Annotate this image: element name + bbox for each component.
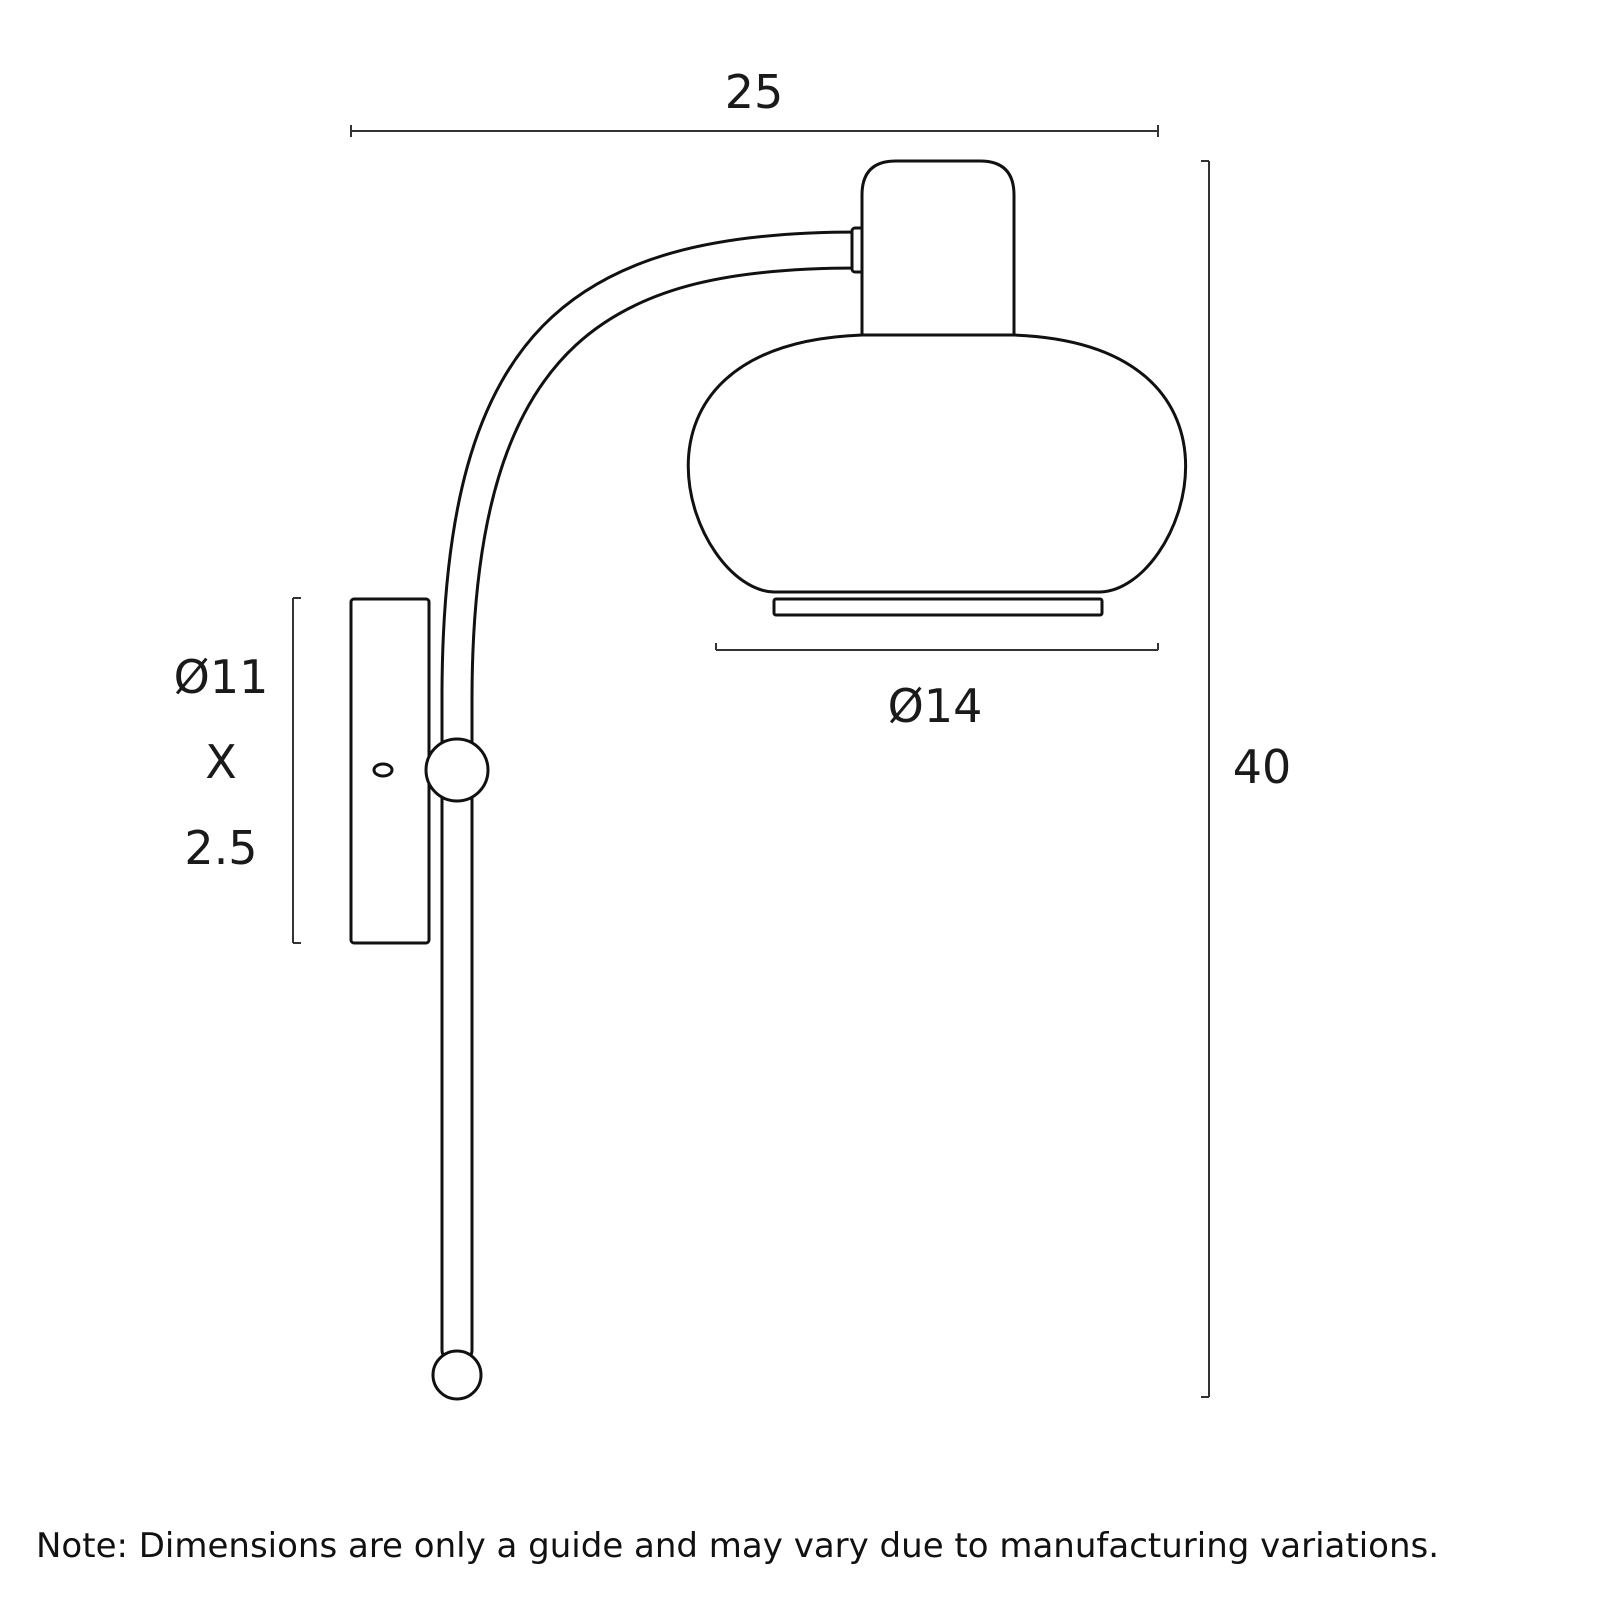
backplate-separator-label: X	[205, 735, 237, 789]
vertical-rod	[440, 768, 474, 1360]
width-dimension-line	[350, 125, 1159, 137]
finial-ball	[431, 1349, 483, 1401]
globe-shade	[686, 333, 1187, 594]
shade-rim	[772, 597, 1104, 617]
shade-diameter-label: Ø14	[888, 679, 983, 733]
backplate-dimension-line	[292, 597, 301, 944]
shade-neck	[860, 159, 1016, 340]
height-dimension-line	[1201, 160, 1210, 1398]
shade-diameter-dimension-line	[715, 643, 1159, 651]
joint-knob	[424, 737, 490, 803]
height-label: 40	[1233, 740, 1292, 794]
dimension-note: Note: Dimensions are only a guide and ma…	[36, 1526, 1440, 1566]
backplate-depth-label: 2.5	[184, 821, 257, 875]
width-label: 25	[725, 65, 784, 119]
backplate-screw-hole	[372, 762, 394, 778]
backplate-diameter-label: Ø11	[174, 650, 269, 704]
